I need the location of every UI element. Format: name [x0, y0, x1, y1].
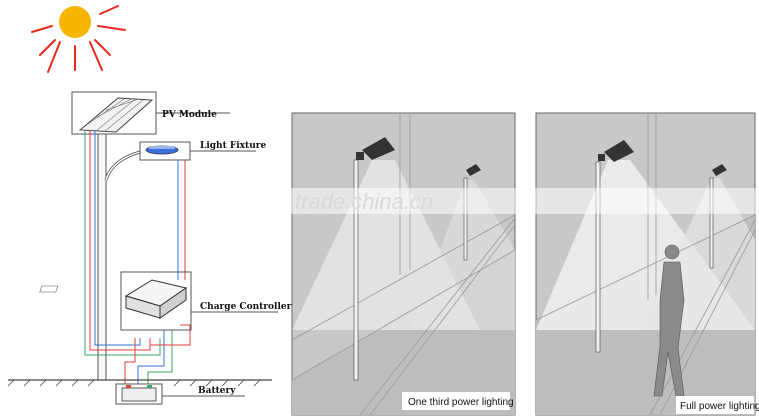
- street-lamp-icon: [356, 137, 395, 160]
- sun-icon: [31, 5, 126, 73]
- charge-controller-label: Charge Controller: [200, 302, 292, 312]
- full-power-caption: Full power lighting: [680, 401, 759, 412]
- solar-panel-icon: [78, 97, 154, 133]
- light-fixture-label: Light Fixture: [200, 141, 266, 151]
- street-lamp-icon: [598, 140, 634, 162]
- battery-label: Battery: [198, 386, 236, 396]
- scene-one-third-power: One third power lighting: [291, 112, 516, 416]
- ground: [7, 379, 272, 387]
- pole: [97, 133, 107, 381]
- watermark: trade.china.cn: [295, 189, 433, 214]
- person-icon: [653, 244, 685, 397]
- street-lamp-icon: [466, 164, 481, 176]
- controller-icon: [39, 279, 188, 319]
- wiring: [84, 130, 191, 385]
- battery-icon: [121, 385, 157, 402]
- pv-module-label: PV Module: [162, 110, 217, 120]
- charge-controller-box: [120, 271, 192, 331]
- street-lamp-icon: [712, 164, 727, 176]
- lamp-icon: [145, 145, 179, 155]
- scene-full-power: Full power lighting: [535, 112, 759, 416]
- one-third-power-caption: One third power lighting: [408, 397, 514, 408]
- system-diagram: PV Module Light Fixture: [7, 91, 292, 405]
